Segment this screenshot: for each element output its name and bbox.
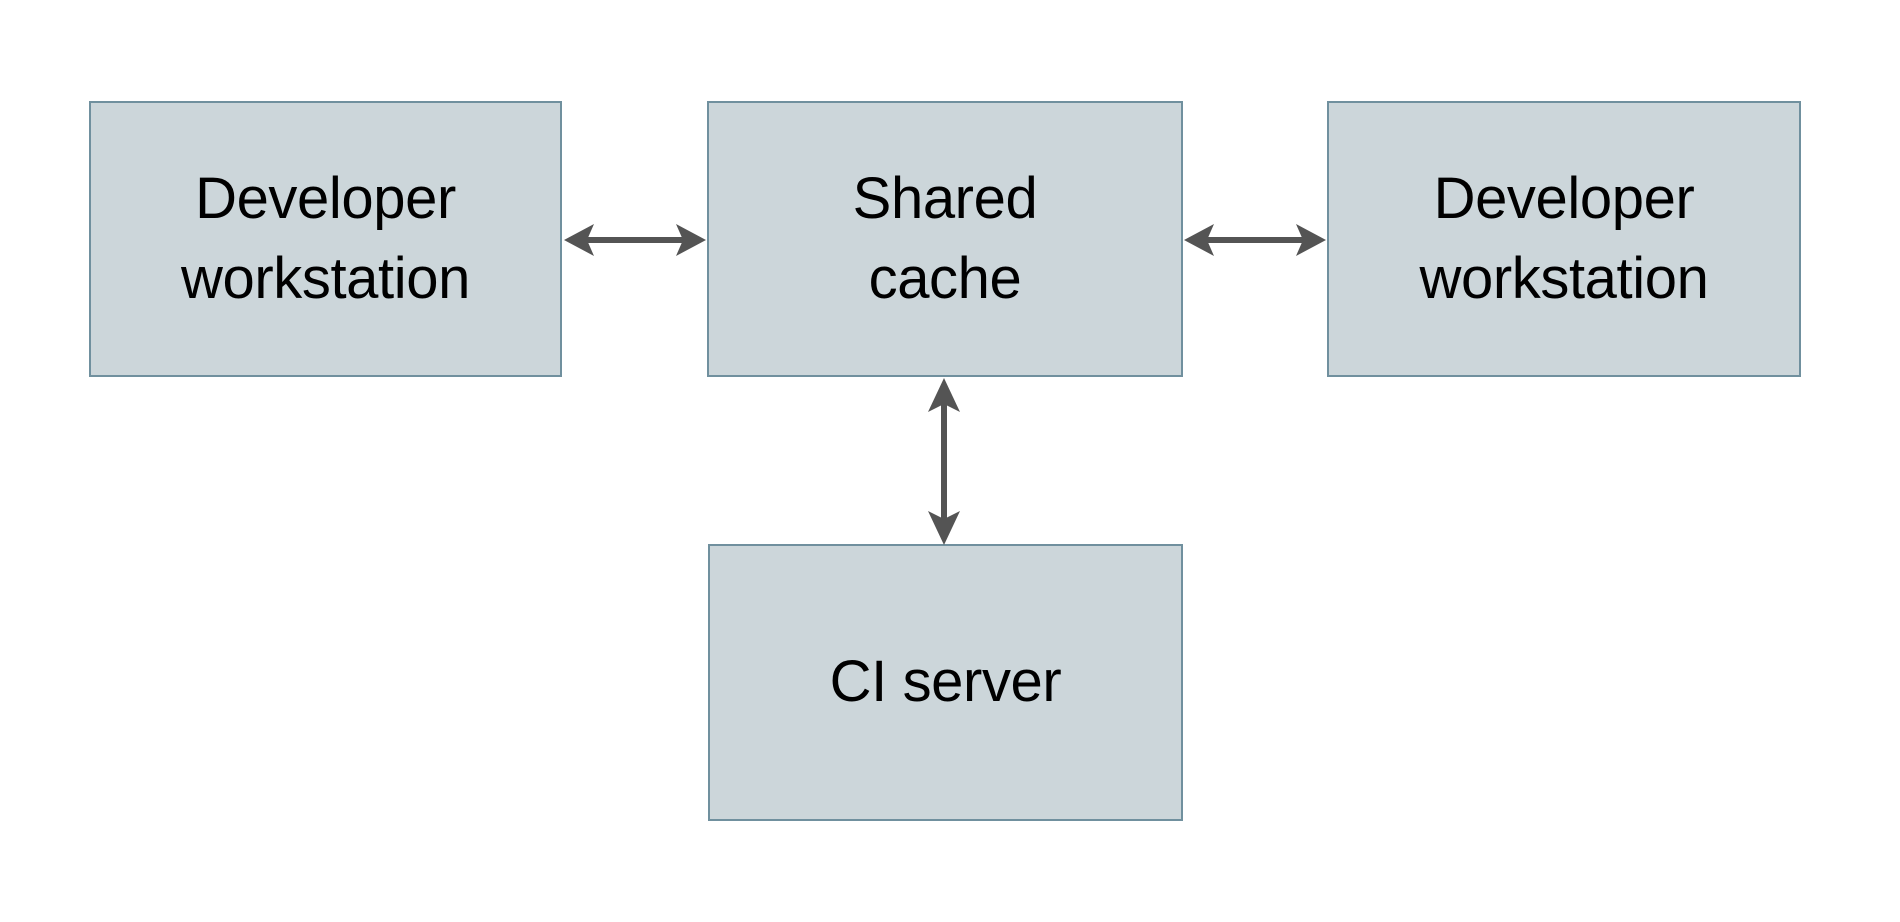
connector-dev-left-to-shared-cache bbox=[564, 224, 706, 256]
arrowhead-up-icon bbox=[928, 378, 960, 412]
connector-shared-cache-to-dev-right bbox=[1184, 224, 1326, 256]
arrowhead-left-icon bbox=[564, 224, 594, 256]
node-developer-workstation-left[interactable]: Developer workstation bbox=[89, 101, 562, 377]
arrowhead-left-icon bbox=[1184, 224, 1214, 256]
node-ci-server[interactable]: CI server bbox=[708, 544, 1183, 821]
connector-shared-cache-to-ci-server bbox=[928, 378, 960, 545]
arrowhead-right-icon bbox=[676, 224, 706, 256]
node-shared-cache[interactable]: Shared cache bbox=[707, 101, 1183, 377]
node-developer-workstation-right[interactable]: Developer workstation bbox=[1327, 101, 1801, 377]
node-label: Shared cache bbox=[852, 165, 1038, 311]
arrowhead-right-icon bbox=[1296, 224, 1326, 256]
node-label: Developer workstation bbox=[1419, 165, 1709, 311]
node-label: CI server bbox=[829, 649, 1062, 715]
node-label: Developer workstation bbox=[181, 165, 470, 311]
arrowhead-down-icon bbox=[928, 511, 960, 545]
